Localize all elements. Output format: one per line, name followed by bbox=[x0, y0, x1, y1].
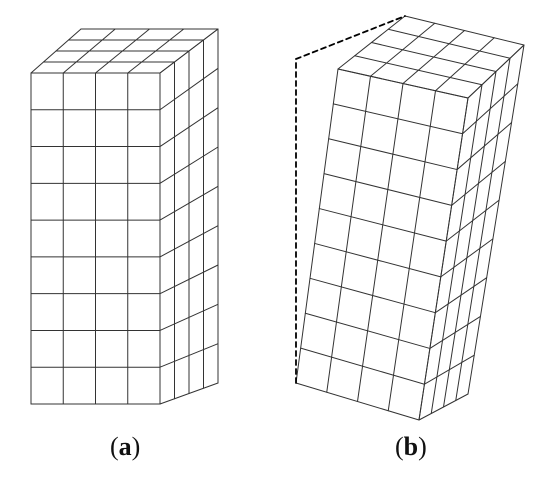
top-face-grid-line bbox=[404, 15, 525, 46]
side-face-grid-line bbox=[418, 97, 469, 421]
front-face-grid-line bbox=[314, 242, 442, 278]
front-face-grid-line bbox=[309, 277, 436, 314]
top-face-grid-line bbox=[371, 42, 497, 72]
front-face-grid-line bbox=[295, 382, 420, 421]
side-face-grid-line bbox=[159, 225, 219, 258]
side-face-grid-line bbox=[159, 264, 219, 295]
deformed-mesh-cube bbox=[295, 15, 525, 421]
side-face-grid-line bbox=[456, 122, 513, 171]
side-face-grid-line bbox=[445, 199, 500, 242]
side-face-grid-line bbox=[443, 71, 497, 408]
side-face-grid-line bbox=[455, 57, 511, 401]
side-face-grid-line bbox=[418, 393, 469, 421]
caption-a: (a) bbox=[110, 432, 140, 461]
top-face-grid-line bbox=[354, 55, 483, 86]
undeformed-mesh-cube bbox=[30, 28, 219, 405]
side-face-grid-line bbox=[440, 238, 494, 278]
top-face-grid-line bbox=[387, 28, 511, 59]
side-face-grid-line bbox=[429, 315, 481, 349]
side-face-grid-line bbox=[430, 84, 483, 414]
front-face-grid-line bbox=[300, 347, 425, 385]
front-face-grid-line bbox=[295, 68, 339, 384]
top-face-grid-line bbox=[337, 68, 469, 99]
side-face-grid-line bbox=[159, 67, 219, 111]
side-face-grid-line bbox=[159, 107, 219, 148]
front-face-grid-line bbox=[328, 138, 458, 171]
side-face-grid-line bbox=[467, 44, 525, 395]
original-outline-dashed bbox=[295, 15, 406, 60]
side-face-grid-line bbox=[423, 354, 475, 385]
side-face-grid-line bbox=[159, 303, 219, 331]
caption-b: (b) bbox=[395, 432, 427, 461]
front-face-grid-line bbox=[387, 90, 436, 412]
front-face-grid-line bbox=[326, 75, 371, 393]
front-face-grid-line bbox=[304, 312, 431, 349]
side-face-grid-line bbox=[159, 185, 219, 221]
front-face-grid-line bbox=[323, 173, 453, 206]
side-face-grid-line bbox=[434, 277, 488, 314]
front-face-grid-line bbox=[318, 208, 447, 242]
front-face-grid-line bbox=[332, 103, 464, 135]
side-face-grid-line bbox=[462, 83, 519, 135]
side-face-grid-line bbox=[159, 343, 219, 368]
side-face-grid-line bbox=[451, 160, 506, 206]
side-face-grid-line bbox=[159, 382, 219, 405]
side-face-grid-line bbox=[159, 146, 219, 184]
front-face-grid-line bbox=[357, 83, 404, 402]
